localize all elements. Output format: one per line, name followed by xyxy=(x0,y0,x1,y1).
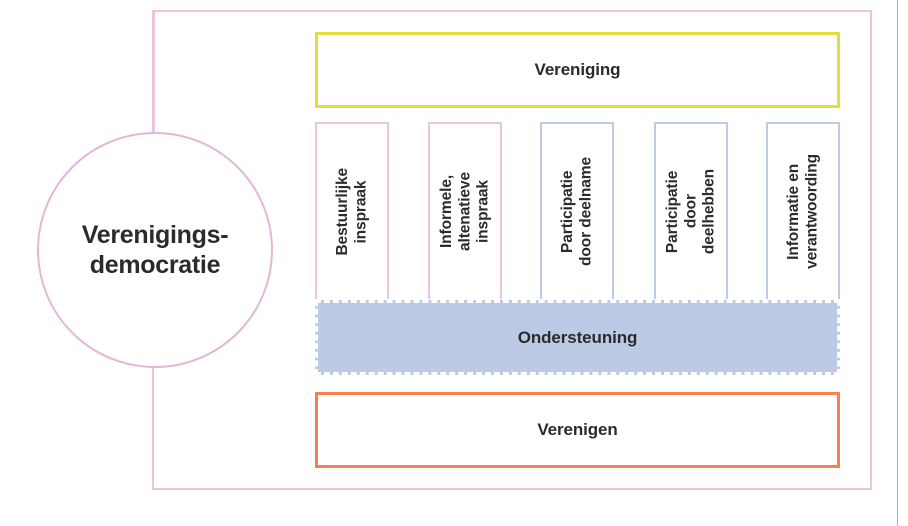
pillar-label: Participatie door deelhebben xyxy=(663,168,718,255)
vereniging-label: Vereniging xyxy=(534,60,621,79)
pillar-participatie-door-deelhebben: Participatie door deelhebben xyxy=(654,122,728,299)
ondersteuning-label: Ondersteuning xyxy=(517,327,638,347)
pillar-label: Informatie en verantwoording xyxy=(784,154,820,269)
vereniging-band: Vereniging xyxy=(315,32,840,108)
pillar-label: Informele, altenatieve inspraak xyxy=(437,171,492,252)
verenigen-band: Verenigen xyxy=(315,392,840,468)
circle-frame-connector-line xyxy=(153,10,155,134)
ondersteuning-band: Ondersteuning xyxy=(315,300,840,375)
pillar-label: Bestuurlijke inspraak xyxy=(333,167,369,256)
pillar-label: Participatie door deelname xyxy=(558,157,594,266)
pillar-bestuurlijke-inspraak: Bestuurlijke inspraak xyxy=(315,122,389,299)
page-edge-rule xyxy=(897,0,898,526)
pillar-informatie-en-verantwoording: Informatie en verantwoording xyxy=(766,122,840,299)
pillar-informele-alternatieve-inspraak: Informele, altenatieve inspraak xyxy=(428,122,502,299)
pillar-participatie-door-deelname: Participatie door deelname xyxy=(540,122,614,299)
circle-label: Verenigings- democratie xyxy=(81,220,229,280)
verenigingsdemocratie-circle: Verenigings- democratie xyxy=(37,132,273,368)
verenigen-label: Verenigen xyxy=(537,420,618,439)
pillar-row: Bestuurlijke inspraak Informele, altenat… xyxy=(315,122,840,299)
